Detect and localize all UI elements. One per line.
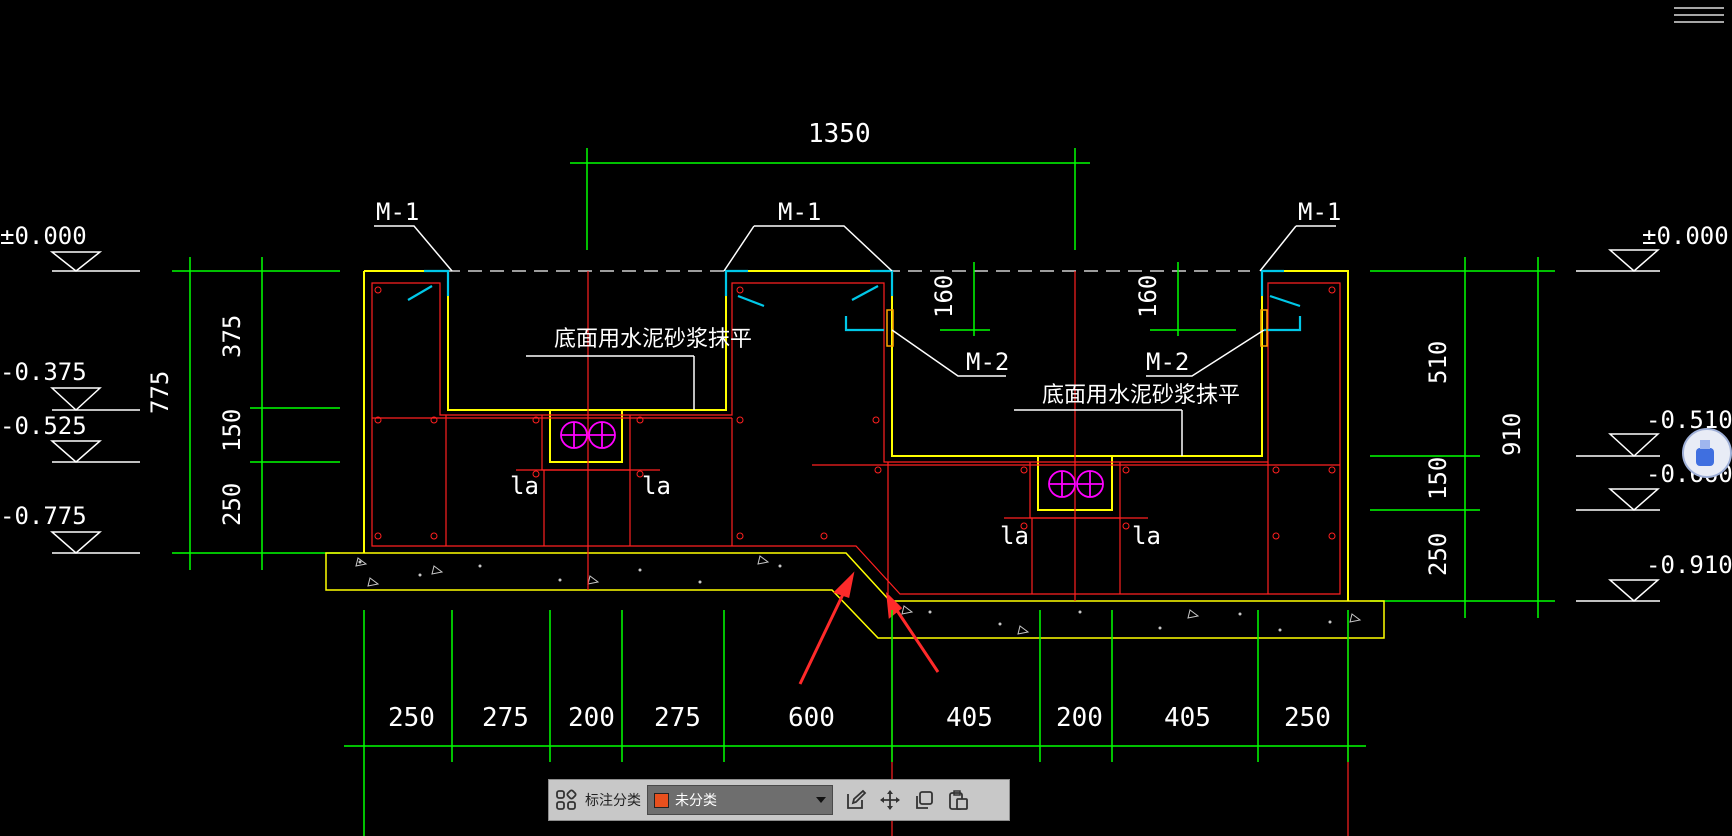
dim-bottom-3: 275 [654, 703, 701, 733]
right-dim-lines [1370, 257, 1555, 618]
dim-left-1: 375 [218, 315, 246, 358]
elev-right-1: -0.510 [1646, 406, 1732, 434]
category-color-swatch [654, 792, 669, 808]
dim-right-3: 250 [1424, 533, 1452, 576]
elev-left-1: -0.375 [0, 358, 87, 386]
dim-left-2: 150 [218, 409, 246, 452]
paste-icon [949, 790, 968, 810]
note-mortar-right: 底面用水泥砂浆抹平 [1042, 383, 1240, 408]
move-icon [880, 790, 900, 810]
inner-dims [940, 262, 1236, 336]
tag-m2-left: M-2 [966, 348, 1009, 376]
edit-icon [847, 789, 867, 809]
dim-bottom-8: 250 [1284, 703, 1331, 733]
label-la-1: la [510, 472, 539, 500]
tag-m2-right: M-2 [1146, 348, 1189, 376]
annotation-arrows [798, 571, 940, 685]
elev-right-0: ±0.000 [1642, 222, 1729, 250]
dim-left-3: 250 [218, 483, 246, 526]
tag-m1-mid: M-1 [778, 198, 821, 226]
bedding-layer [325, 552, 1385, 639]
label-la-3: la [1000, 522, 1029, 550]
tag-m1-left: M-1 [376, 198, 419, 226]
grid-button[interactable] [549, 783, 583, 817]
dim-bottom-1: 275 [482, 703, 529, 733]
dim-inner-a: 160 [930, 275, 958, 318]
copy-icon [916, 791, 933, 809]
trench-outline [363, 270, 1349, 601]
top-dim [570, 148, 1090, 250]
elev-right-3: -0.910 [1646, 551, 1732, 579]
elev-left-2: -0.525 [0, 412, 87, 440]
dim-bottom-2: 200 [568, 703, 615, 733]
paste-button[interactable] [941, 783, 975, 817]
left-dim-lines [172, 257, 340, 570]
right-elevations [1576, 249, 1660, 602]
grid-icon [556, 789, 577, 810]
dim-right-1: 510 [1424, 341, 1452, 384]
dim-bottom-0: 250 [388, 703, 435, 733]
category-select[interactable]: 未分类 [647, 785, 833, 815]
dim-inner-b: 160 [1134, 275, 1162, 318]
category-label: 标注分类 [585, 793, 641, 809]
label-la-2: la [642, 472, 671, 500]
embedded-parts [407, 269, 1302, 332]
note-mortar-left: 底面用水泥砂浆抹平 [554, 327, 752, 352]
label-la-4: la [1132, 522, 1161, 550]
dim-bottom-5: 405 [946, 703, 993, 733]
dim-bottom-7: 405 [1164, 703, 1211, 733]
pipe-symbols [560, 421, 1104, 498]
elev-left-3: -0.775 [0, 502, 87, 530]
menu-icon[interactable] [1674, 4, 1724, 26]
dim-right-2: 150 [1424, 457, 1452, 500]
edit-button[interactable] [839, 783, 873, 817]
copy-button[interactable] [907, 783, 941, 817]
usb-icon [1696, 440, 1714, 466]
leader-lines [374, 225, 1336, 456]
dim-left-total: 775 [146, 371, 174, 414]
dim-bottom-4: 600 [788, 703, 835, 733]
tag-m1-right: M-1 [1298, 198, 1341, 226]
bedding-hatch [358, 560, 1332, 632]
chevron-down-icon [816, 797, 826, 803]
elev-left-0: ±0.000 [0, 222, 87, 250]
rebar-lines [371, 271, 1349, 836]
dim-top-1350: 1350 [808, 119, 871, 149]
dim-right-total: 910 [1498, 413, 1526, 456]
left-elevations [49, 251, 140, 554]
move-button[interactable] [873, 783, 907, 817]
dim-bottom-6: 200 [1056, 703, 1103, 733]
category-select-value: 未分类 [675, 793, 717, 809]
rebar-dots [374, 286, 1336, 540]
annotation-toolbar: 标注分类 未分类 [548, 779, 1010, 821]
usb-drive-button[interactable] [1682, 428, 1732, 478]
bottom-dim-lines [344, 610, 1366, 836]
